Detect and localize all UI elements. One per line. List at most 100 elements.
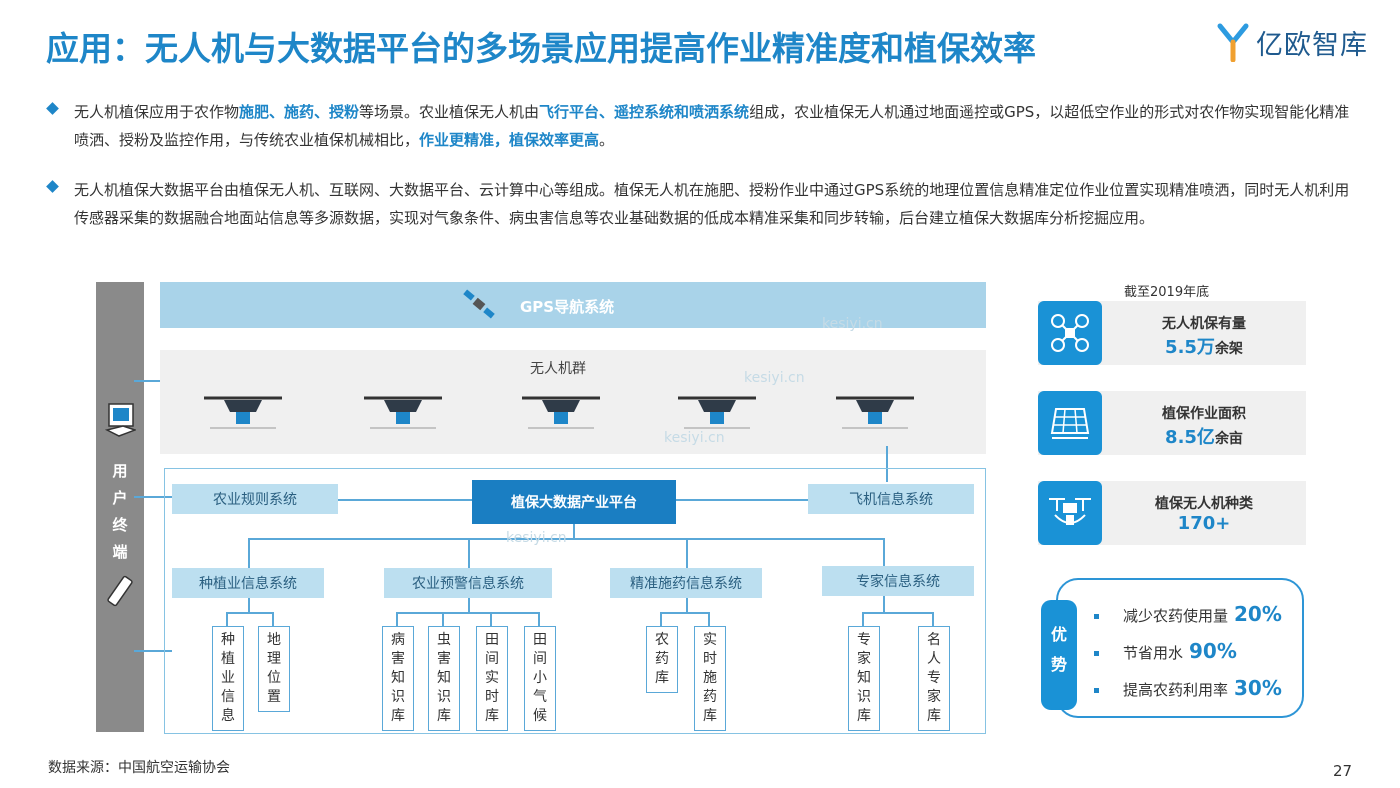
watermark: kesiyi.cn — [822, 316, 883, 332]
advantage-text: 减少农药使用量 — [1123, 607, 1229, 625]
logo-icon — [1217, 23, 1249, 62]
connector-line — [932, 612, 934, 626]
connector-line — [396, 612, 540, 614]
stat-unit: 余架 — [1214, 341, 1243, 357]
connector-line — [862, 612, 934, 614]
phone-icon — [107, 575, 133, 607]
connector-line — [862, 612, 864, 626]
drone-icon — [836, 396, 914, 429]
stats-header: 截至2019年底 — [1124, 285, 1210, 300]
leaf-pesticide-db: 农药库 — [646, 626, 678, 693]
stat-label: 植保作业面积 — [1162, 406, 1246, 422]
subsystem-expert: 专家信息系统 — [822, 566, 974, 596]
bullet-square-icon — [1094, 688, 1099, 693]
connector-line — [883, 538, 885, 566]
stat-number: 170+ — [1177, 513, 1231, 534]
connector-line — [538, 612, 540, 626]
paragraph-1-text: 无人机植保应用于农作物施肥、施药、授粉等场景。农业植保无人机由飞行平台、遥控系统… — [74, 98, 1358, 154]
leaf-pest-kb: 虫害知识库 — [428, 626, 460, 731]
highlight-text: 飞行平台、遥控系统和喷洒系统 — [539, 103, 750, 121]
leaf-expert-kb: 专家知识库 — [848, 626, 880, 731]
leaf-location: 地理位置 — [258, 626, 290, 712]
subsystem-planting: 种植业信息系统 — [172, 568, 324, 598]
connector-line — [248, 538, 884, 540]
advantage-value: 30% — [1234, 676, 1282, 700]
advantage-text: 提高农药利用率 — [1123, 681, 1229, 699]
advantage-item: 节省用水 90% — [1094, 639, 1237, 663]
connector-line — [660, 612, 710, 614]
page-title: 应用：无人机与大数据平台的多场景应用提高作业精准度和植保效率 — [46, 29, 1036, 68]
stat-unit: 余亩 — [1214, 431, 1243, 447]
link-arrow-platform — [134, 496, 172, 498]
advantage-item: 提高农药利用率 30% — [1094, 676, 1282, 700]
connector-line — [708, 612, 710, 626]
page-number: 27 — [1333, 762, 1353, 780]
leaf-spray-db: 实时施药库 — [694, 626, 726, 731]
user-terminal-label: 用户终端 — [112, 462, 128, 561]
drone-icon — [1038, 301, 1102, 365]
drone-icon — [678, 396, 756, 429]
logo: 亿欧智库 — [1216, 20, 1368, 64]
subsystem-warning: 农业预警信息系统 — [384, 568, 552, 598]
watermark: kesiyi.cn — [506, 530, 567, 546]
advantages-tag-char: 优 — [1050, 625, 1067, 644]
stat-value: 5.5万余架 — [1102, 333, 1306, 359]
satellite-icon — [463, 289, 495, 319]
stat-label: 无人机保有量 — [1162, 316, 1246, 332]
advantage-text: 节省用水 — [1123, 644, 1184, 662]
gps-label: GPS导航系统 — [520, 298, 615, 316]
drone-platform-link — [886, 446, 888, 482]
bullet-square-icon — [1094, 651, 1099, 656]
platform-frame — [164, 468, 986, 734]
stat-value: 8.5亿余亩 — [1102, 423, 1306, 449]
stat-card-area: 植保作业面积 8.5亿余亩 — [1038, 391, 1306, 455]
paragraph-2: 无人机植保大数据平台由植保无人机、互联网、大数据平台、云计算中心等组成。植保无人… — [46, 176, 1358, 232]
advantage-value: 90% — [1189, 639, 1237, 663]
computer-icon — [104, 403, 136, 437]
body-text: 无人机植保应用于农作物 — [74, 103, 240, 121]
paragraph-1: 无人机植保应用于农作物施肥、施药、授粉等场景。农业植保无人机由飞行平台、遥控系统… — [46, 98, 1358, 154]
connector-line — [442, 612, 444, 626]
connector-line — [272, 612, 274, 626]
advantages-tag-text: 优势 — [1041, 620, 1077, 680]
connector-line — [468, 538, 470, 568]
body-text: 。 — [599, 131, 615, 149]
agri-rule-system: 农业规则系统 — [172, 484, 338, 514]
drone-group-label: 无人机群 — [530, 361, 586, 377]
connector-line — [676, 499, 808, 501]
platform-box: 植保大数据产业平台 — [472, 480, 676, 524]
bullet-diamond-icon — [46, 102, 59, 115]
connector-line — [660, 612, 662, 626]
watermark: kesiyi.cn — [744, 370, 805, 386]
highlight-text: 施肥、施药、授粉 — [239, 103, 360, 121]
logo-text: 亿欧智库 — [1256, 29, 1368, 61]
spray-drone-icon — [1038, 481, 1102, 545]
connector-line — [226, 612, 228, 626]
data-source: 数据来源：中国航空运输协会 — [48, 760, 230, 776]
connector-line — [396, 612, 398, 626]
solar-panel-icon — [1038, 391, 1102, 455]
body-text: 无人机植保大数据平台由植保无人机、互联网、大数据平台、云计算中心等组成。植保无人… — [74, 181, 1350, 227]
watermark: kesiyi.cn — [664, 430, 725, 446]
leaf-microclimate: 田间小气候 — [524, 626, 556, 731]
stat-card-drone-count: 无人机保有量 5.5万余架 — [1038, 301, 1306, 365]
drone-row — [160, 370, 986, 454]
stat-number: 8.5亿 — [1165, 427, 1215, 448]
stat-number: 5.5万 — [1165, 337, 1215, 358]
user-terminal-bar — [96, 282, 144, 732]
connector-line — [248, 538, 250, 568]
connector-line — [686, 598, 688, 612]
connector-line — [248, 598, 250, 612]
stat-value: 170+ — [1102, 513, 1306, 534]
paragraph-2-text: 无人机植保大数据平台由植保无人机、互联网、大数据平台、云计算中心等组成。植保无人… — [74, 176, 1358, 232]
connector-line — [226, 612, 272, 614]
bullet-square-icon — [1094, 614, 1099, 619]
leaf-planting-info: 种植业信息 — [212, 626, 244, 731]
drone-icon — [204, 396, 282, 429]
stat-label: 植保无人机种类 — [1155, 496, 1253, 512]
connector-line — [338, 499, 472, 501]
advantages-tag: 优势 — [1041, 600, 1077, 710]
leaf-field-realtime: 田间实时库 — [476, 626, 508, 731]
connector-line — [883, 596, 885, 612]
